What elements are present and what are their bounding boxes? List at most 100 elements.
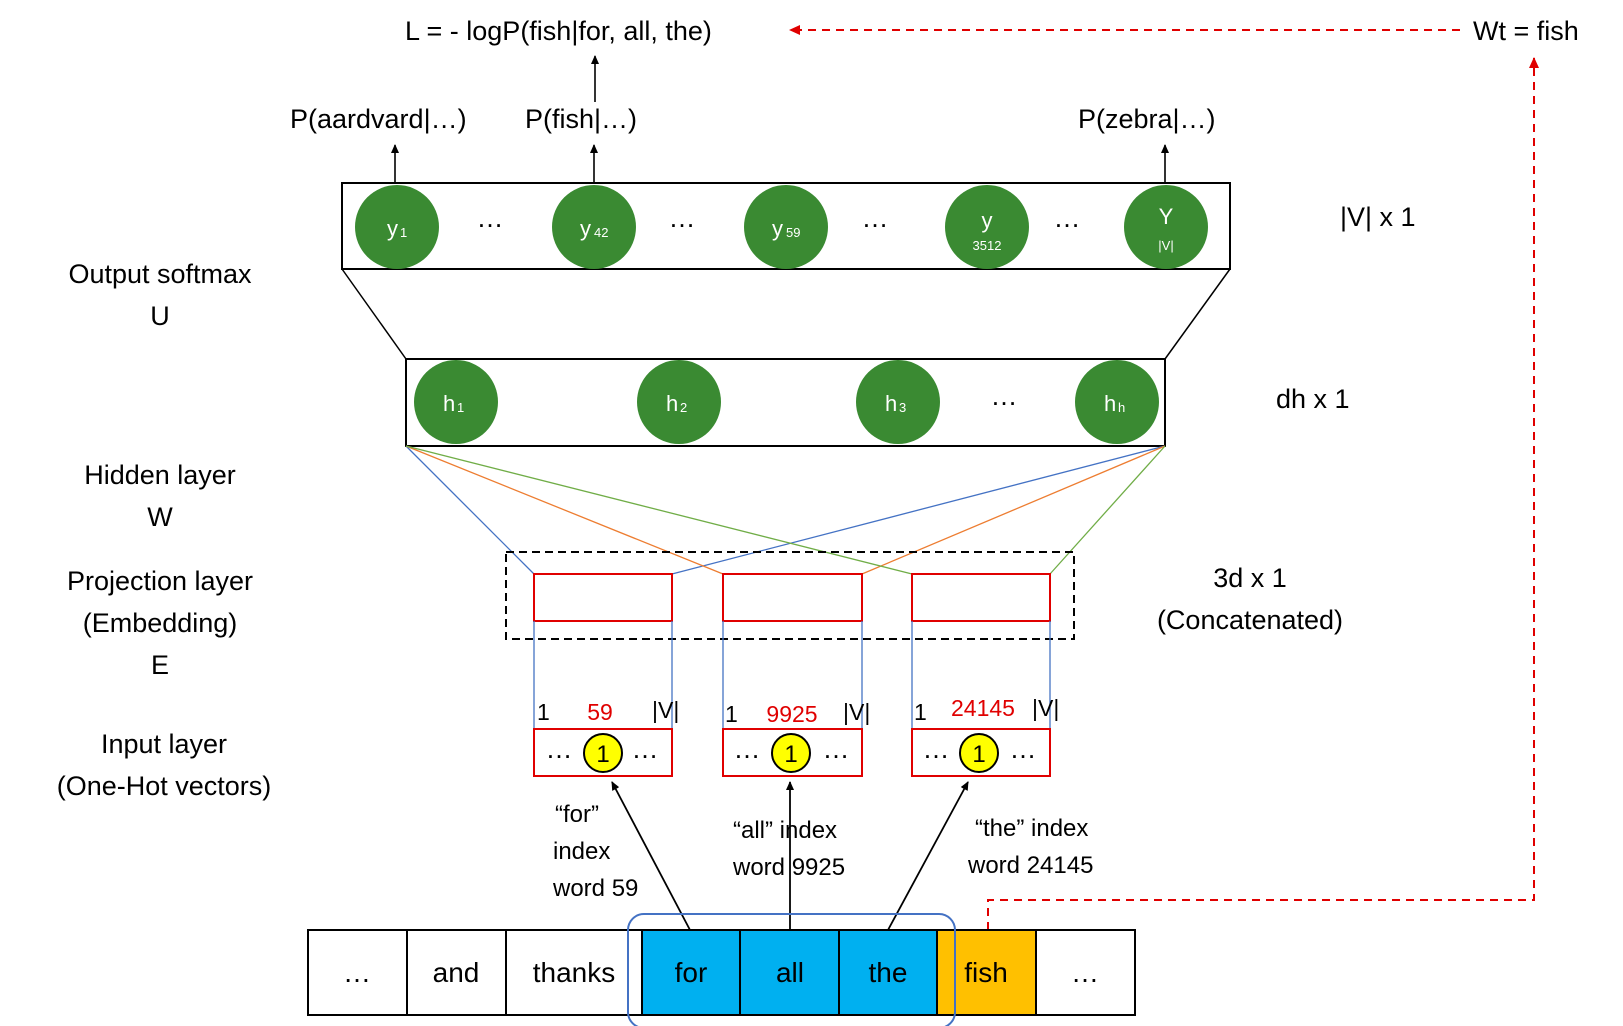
hidden-layer-title: Hidden layer [84,460,236,490]
fish-to-target-arrow [987,57,1539,930]
projection-layer-concat: (Concatenated) [1157,605,1343,635]
projection-layer-box [505,551,1075,640]
annotation-for-line1: “for” [555,801,599,828]
link-orange-right [861,445,1166,575]
token-the-arrow [887,781,969,931]
link-blue-right [671,445,1166,575]
token-thanks: thanks [533,957,616,988]
svg-text:h: h [885,391,897,416]
onehot-all-end: |V| [843,699,870,725]
output-ellipsis-3: … [862,203,889,233]
prob-label-fish: P(fish|…) [525,104,637,134]
onehot-all-value: 1 [784,741,797,768]
prob-label-zebra: P(zebra|…) [1078,104,1216,134]
hidden-layer-box [405,358,1166,447]
token-cell-and [406,929,507,1016]
projection-layer-dim: 3d x 1 [1213,563,1287,593]
output-layer-title: Output softmax [68,259,252,289]
token-cell-ellipsis-left [307,929,408,1016]
token-for: for [675,957,708,988]
svg-text:h: h [443,391,455,416]
onehot-the-dots-right: … [1010,734,1037,764]
input-layer-title: Input layer [101,729,227,759]
output-node-y3512: y 3512 [945,185,1029,269]
svg-text:Y: Y [1159,204,1174,229]
onehot-for-start: 1 [537,699,550,725]
onehot-for-end: |V| [652,697,679,723]
hidden-node-h3: h 3 [856,360,940,444]
target-label: Wt = fish [1473,16,1579,46]
token-ellipsis-left: … [343,957,371,988]
annotation-for-line3: word 59 [552,875,638,902]
output-node-y59: y 59 [744,185,828,269]
prob-label-aardvard: P(aardvard|…) [290,104,467,134]
link-blue-left [405,445,535,575]
onehot-all-dots-left: … [734,734,761,764]
loss-formula: L = - logP(fish|for, all, the) [405,16,712,46]
annotation-for-line2: index [553,838,610,865]
svg-text:h: h [666,391,678,416]
svg-text:1: 1 [400,225,407,240]
output-node-y1: y 1 [355,185,439,269]
projection-layer-title: Projection layer [67,566,253,596]
onehot-all-hot-bit [771,733,811,773]
onehot-for-dots-right: … [632,734,659,764]
svg-text:y: y [580,216,591,241]
output-node-y42: y 42 [552,185,636,269]
svg-text:59: 59 [786,225,800,240]
svg-text:h: h [1118,400,1125,415]
svg-text:2: 2 [680,400,687,415]
token-cell-ellipsis-right [1035,929,1136,1016]
svg-text:3512: 3512 [973,238,1002,253]
svg-text:42: 42 [594,225,608,240]
projection-layer-matrix: E [151,650,169,680]
onehot-the-value: 1 [972,741,985,768]
link-green-right [1049,445,1166,575]
token-ellipsis-right: … [1071,957,1099,988]
projection-layer-subtitle: (Embedding) [83,608,238,638]
onehot-all-dots-right: … [823,734,850,764]
link-orange-left [405,445,724,575]
hidden-node-hh: h h [1075,360,1159,444]
token-the: the [869,957,908,988]
onehot-the-hot-bit [959,733,999,773]
token-all: all [776,957,804,988]
token-cell-thanks [505,929,643,1016]
hidden-node-h1: h 1 [414,360,498,444]
onehot-all-index: 9925 [766,701,817,727]
onehot-for-dots-left: … [546,734,573,764]
onehot-the-index: 24145 [951,695,1015,721]
output-hidden-link-right [1164,268,1231,360]
annotation-the-line1: “the” index [975,815,1088,842]
output-ellipsis-4: … [1054,203,1081,233]
embedding-box-all [722,573,863,622]
hidden-layer-matrix: W [147,502,173,532]
svg-text:3: 3 [899,400,906,415]
output-hidden-link-left [341,268,407,360]
onehot-the-start: 1 [914,699,927,725]
svg-text:|V|: |V| [1158,238,1173,253]
token-for-arrow [611,781,691,931]
output-node-yv: Y |V| [1124,185,1208,269]
token-fish: fish [964,957,1008,988]
hidden-ellipsis: … [991,381,1018,411]
svg-text:y: y [982,208,993,233]
embedding-box-for [533,573,673,622]
link-green-left [405,445,913,575]
onehot-for-value: 1 [596,741,609,768]
output-layer-dim: |V| x 1 [1340,202,1416,232]
embedding-box-the [911,573,1051,622]
annotation-the-line2: word 24145 [967,852,1093,879]
onehot-all-start: 1 [725,701,738,727]
annotation-all-line2: word 9925 [732,854,845,881]
svg-text:h: h [1104,391,1116,416]
hidden-node-h2: h 2 [637,360,721,444]
hidden-layer-dim: dh x 1 [1276,384,1350,414]
onehot-for-hot-bit [583,733,623,773]
token-cell-for [641,929,741,1016]
token-and: and [433,957,480,988]
output-layer-matrix: U [150,301,170,331]
onehot-the-dots-left: … [923,734,950,764]
output-ellipsis-1: … [477,203,504,233]
